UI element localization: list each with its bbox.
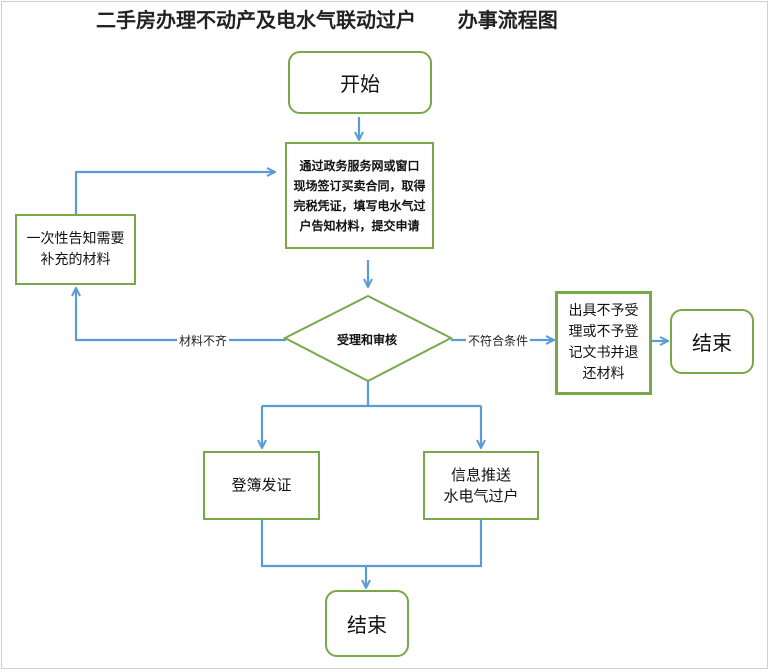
diagram-title: 二手房办理不动产及电水气联动过户 办事流程图 — [96, 8, 558, 32]
submit-node: 通过政务服务网或窗口 现场签订买卖合同，取得 完税凭证，填写电水气过 户告知材料… — [285, 142, 434, 249]
review-diamond — [282, 294, 454, 383]
register-node: 登簿发证 — [203, 451, 320, 520]
end-right-node: 结束 — [670, 309, 754, 374]
arrow-merge — [260, 520, 483, 568]
reject-node: 出具不予受 理或不予登 记文书并退 还材料 — [555, 291, 652, 395]
edge-label-not-qualified: 不符合条件 — [466, 332, 531, 349]
notify-node: 一次性告知需要 补充的材料 — [15, 214, 136, 285]
arrow-notify-to-submit — [74, 172, 274, 214]
push-node: 信息推送 水电气过户 — [423, 451, 539, 520]
edge-label-incomplete: 材料不齐 — [177, 332, 230, 349]
start-node: 开始 — [288, 51, 432, 114]
arrow-review-split — [262, 381, 481, 408]
end-bottom-node: 结束 — [325, 590, 409, 657]
review-label: 受理和审核 — [337, 333, 398, 347]
